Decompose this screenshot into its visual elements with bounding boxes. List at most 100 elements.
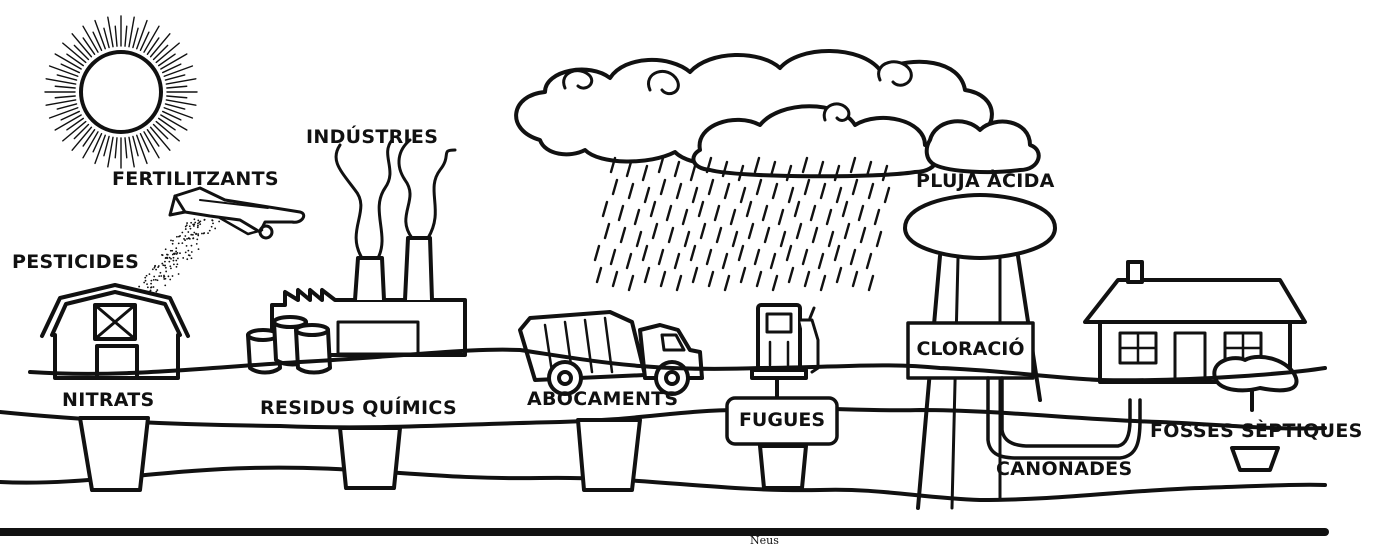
sun-ray [82, 128, 96, 147]
spray-dot [195, 232, 197, 235]
rain-drop [619, 226, 627, 244]
spray-dot [190, 244, 193, 247]
label-cloracio: CLORACIÓ [916, 338, 1025, 360]
rain-drop [787, 266, 795, 284]
rain-drop [641, 244, 649, 262]
rain-drop [849, 248, 857, 266]
rain-drop [833, 164, 841, 182]
spray-dot [182, 257, 185, 259]
rain-drop [881, 164, 889, 182]
rain-drop [665, 204, 673, 222]
rain-drop [865, 252, 873, 270]
water-table-line [0, 406, 1327, 431]
rain-drop [641, 164, 649, 182]
sun-ray [164, 74, 186, 81]
rain-drop [771, 182, 779, 200]
rain-drop [801, 156, 809, 174]
spray-dot [176, 263, 179, 266]
spray-dot [214, 227, 217, 230]
sun-ray [163, 107, 194, 119]
rain-drop [723, 182, 731, 200]
aquifer-bottom-line [0, 465, 1327, 502]
rain-drop [803, 270, 811, 288]
rain-drop [721, 160, 729, 178]
spray-dot [196, 238, 199, 241]
rain-drop [667, 226, 675, 244]
rain-drop [753, 156, 761, 174]
spray-dot [169, 249, 172, 252]
rain-drop [675, 274, 683, 292]
sun-ray [139, 132, 150, 153]
rain-drop [801, 248, 809, 266]
spray-dot [159, 271, 162, 274]
spray-dot [150, 286, 152, 289]
spray-dot [192, 225, 195, 227]
spray-dot [158, 275, 161, 278]
spray-dot [143, 281, 146, 284]
rain-drop [763, 226, 771, 244]
sun-ray [143, 131, 160, 159]
spray-dot [192, 237, 195, 240]
sun-ray [114, 137, 118, 159]
rain-drop [625, 160, 633, 178]
spray-dot [203, 218, 206, 221]
label-industries: INDÚSTRIES [306, 126, 439, 148]
sun-ray [152, 44, 169, 61]
spray-dot [170, 267, 172, 270]
rain-drop [673, 252, 681, 270]
sun-ray [114, 25, 118, 47]
sun-ray [136, 19, 148, 50]
label-fugues: FUGUES [738, 409, 826, 431]
rain-drop [833, 244, 841, 262]
spray-dot [186, 237, 188, 240]
sun-ray [82, 25, 99, 53]
sun-ray [66, 53, 85, 67]
spray-dot [177, 242, 180, 245]
rain-drop [817, 252, 825, 270]
sun-ray [146, 37, 160, 56]
rain-drop [625, 252, 633, 270]
rain-drop [723, 274, 731, 292]
rain-drop [601, 200, 609, 218]
label-fertilitzants: FERTILITZANTS [112, 168, 279, 190]
rain-drop [867, 274, 875, 292]
spray-dot [175, 265, 178, 268]
sun-icon [44, 15, 198, 169]
sun-ray [54, 95, 76, 99]
spray-dot [169, 265, 172, 268]
spray-dot [195, 242, 198, 245]
rain-drop [609, 156, 617, 174]
signature: Neus [750, 534, 779, 547]
gas-pump-icon [750, 303, 820, 400]
spray-dot [156, 279, 159, 282]
spray-dot [190, 233, 193, 236]
spray-dot [176, 235, 178, 238]
rain-drop [691, 186, 699, 204]
spray-dot [164, 256, 167, 259]
sun-ray [124, 25, 128, 47]
rain-drop [705, 156, 713, 174]
spray-dot [185, 224, 188, 227]
spray-dot [138, 285, 141, 288]
rain-icon [593, 156, 891, 292]
sun-ray [155, 42, 180, 64]
spray-dot [202, 232, 205, 235]
sun-ray [164, 103, 186, 110]
spray-dot [186, 258, 189, 261]
spray-dot [144, 276, 147, 279]
cloud-icon [514, 49, 1041, 179]
rain-drop [779, 230, 787, 248]
rain-drop [617, 204, 625, 222]
sun-ray [161, 63, 182, 74]
barn-icon [40, 283, 190, 380]
spray-dot [169, 278, 172, 281]
spray-dot [192, 223, 194, 226]
spray-dot [164, 264, 166, 267]
sun-ray [149, 33, 171, 58]
sun-ray [132, 27, 139, 49]
rain-drop [595, 266, 603, 284]
rain-drop [651, 222, 659, 240]
sun-ray [149, 126, 171, 151]
rain-drop [883, 186, 891, 204]
spray-dot [208, 229, 211, 232]
